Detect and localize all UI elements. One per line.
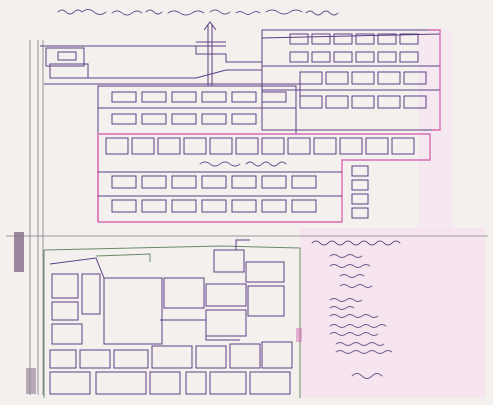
- margin-label-strip: [14, 232, 24, 272]
- main-corridor-rooms: [105, 137, 415, 155]
- lower-upper-room-rows: [98, 171, 342, 213]
- north-arrow-icon: [196, 21, 226, 86]
- lower-right-rooms: [160, 239, 285, 341]
- corridor-label-scrawl: [199, 161, 287, 167]
- pink-wash-notes-area: [300, 228, 485, 398]
- main-hall: [103, 277, 163, 345]
- handwritten-notes: [329, 298, 393, 354]
- lower-left-rooms: [49, 257, 105, 345]
- right-small-rooms: [351, 165, 369, 219]
- legend-notes: [311, 240, 401, 288]
- upper-left-room-rows: [98, 91, 296, 125]
- entrance-inner: [57, 51, 77, 61]
- pink-marker: [296, 328, 302, 342]
- hall-annex: [163, 277, 205, 309]
- handwritten-heading: [57, 9, 339, 16]
- entrance-block-top: [45, 47, 85, 67]
- lower-bottom-rooms: [49, 341, 293, 395]
- site-boundary: [43, 245, 301, 398]
- lower-floor-plan: [43, 239, 302, 398]
- upper-right-room-grid: [262, 33, 440, 109]
- upper-floor-plan: [40, 21, 441, 223]
- left-margin-lines: [14, 40, 44, 395]
- handwritten-signature: [351, 373, 383, 379]
- entrance-block-lower: [49, 63, 89, 79]
- margin-mark-bottom: [26, 368, 36, 394]
